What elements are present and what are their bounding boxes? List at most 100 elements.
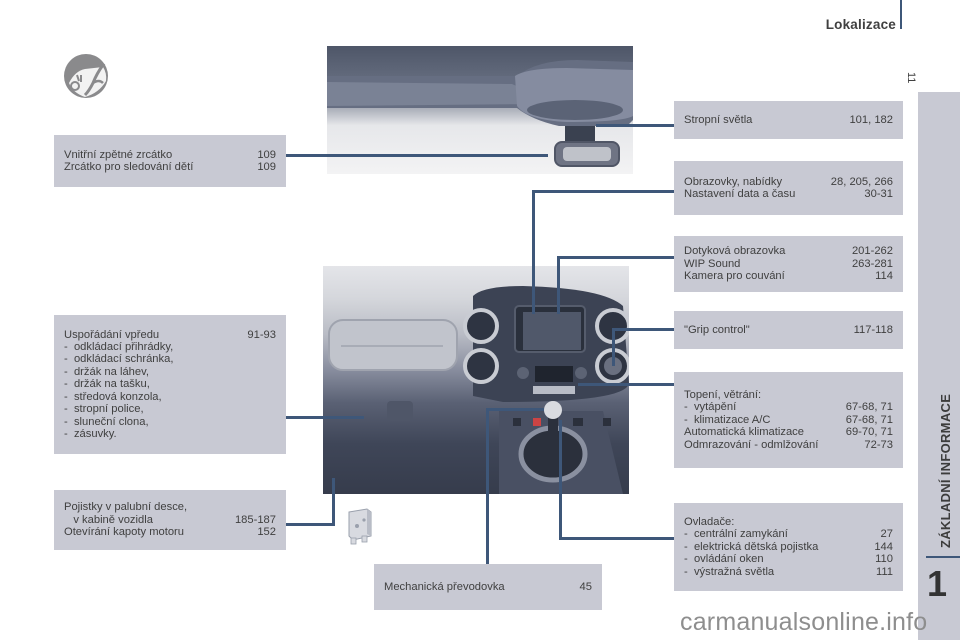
index-row: Obrazovky, nabídky 28, 205, 266 xyxy=(684,176,893,188)
index-label: - elektrická dětská pojistka xyxy=(684,540,819,553)
index-label: Automatická klimatizace xyxy=(684,426,804,439)
callout-line-grip-h xyxy=(612,328,674,331)
index-row: - stropní police, xyxy=(64,403,276,415)
index-row: Ovladače: xyxy=(684,516,893,528)
index-row: - sluneční clona, xyxy=(64,416,276,428)
index-label: Odmrazování - odmlžování xyxy=(684,438,819,451)
page-ref-link[interactable]: 69-70, 71 xyxy=(845,426,893,439)
chapter-tab-label: ZÁKLADNÍ INFORMACE xyxy=(938,393,953,548)
index-label: - držák na láhev, xyxy=(64,365,149,378)
index-label: Vnitřní zpětné zrcátko xyxy=(64,148,173,161)
index-row: - odkládací přihrádky, xyxy=(64,341,276,353)
callout-line-touchscreen-h xyxy=(557,256,674,259)
index-row: - držák na láhev, xyxy=(64,366,276,378)
callout-line-front-layout xyxy=(286,416,364,419)
index-label: - stropní police, xyxy=(64,403,144,416)
page-ref-link[interactable]: 109 xyxy=(257,161,276,173)
index-label: v kabině vozidla xyxy=(64,513,153,526)
index-row: - výstražná světla 111 xyxy=(684,566,893,578)
index-row: "Grip control" 117-118 xyxy=(684,324,893,336)
page-ref-link[interactable]: 114 xyxy=(875,270,893,283)
index-label: Kamera pro couvání xyxy=(684,270,785,283)
page-ref-link[interactable]: 28, 205, 266 xyxy=(830,175,893,188)
info-box-grip-control: "Grip control" 117-118 xyxy=(674,311,903,349)
page-ref-link[interactable]: 72-73 xyxy=(864,438,893,451)
callout-line-screens-h xyxy=(532,190,674,193)
index-row: Stropní světla 101, 182 xyxy=(684,114,893,126)
callout-line-screens-v xyxy=(532,190,535,314)
page-ref-link[interactable]: 91-93 xyxy=(247,328,276,341)
callout-line-touchscreen-v xyxy=(557,256,560,314)
page-ref-link[interactable]: 101, 182 xyxy=(849,113,893,126)
index-label: Topení, větrání: xyxy=(684,388,762,401)
index-label: Dotyková obrazovka xyxy=(684,245,786,258)
index-row: v kabině vozidla 185-187 xyxy=(64,514,276,526)
page-ref-link[interactable]: 117-118 xyxy=(853,323,893,336)
mirror-photo xyxy=(327,46,633,174)
page-ref-link[interactable]: 45 xyxy=(579,580,592,593)
index-label: Otevírání kapoty motoru xyxy=(64,526,185,539)
info-box-screens: Obrazovky, nabídky 28, 205, 266 Nastavení… xyxy=(674,161,903,215)
index-row: Odmrazování - odmlžování 72-73 xyxy=(684,439,893,451)
chapter-tab-rule xyxy=(926,556,960,558)
callout-line-ceiling-light xyxy=(596,124,674,127)
index-label: - ovládání oken xyxy=(684,553,764,566)
index-row: - ovládání oken 110 xyxy=(684,553,893,565)
page-ref-link[interactable]: 201-262 xyxy=(851,245,893,258)
page-ref-link[interactable]: 27 xyxy=(880,528,893,541)
index-row: - odkládací schránka, xyxy=(64,353,276,365)
page-ref-link[interactable]: 110 xyxy=(875,553,893,566)
index-label: - odkládací schránka, xyxy=(64,353,174,366)
index-row: Kamera pro couvání 114 xyxy=(684,270,893,282)
index-label: - odkládací přihrádky, xyxy=(64,341,174,354)
index-row: Vnitřní zpětné zrcátko 109 xyxy=(64,149,276,161)
info-box-fuses: Pojistky v palubní desce, v kabině vozid… xyxy=(54,490,286,550)
index-label: "Grip control" xyxy=(684,323,750,336)
page-ref-link[interactable]: 111 xyxy=(875,565,893,578)
callout-line-controls-h xyxy=(559,537,674,540)
callout-line-grip-v xyxy=(612,328,615,366)
callout-line-controls-v xyxy=(559,420,562,540)
index-row: Otevírání kapoty motoru 152 xyxy=(64,526,276,538)
index-row: - držák na tašku, xyxy=(64,378,276,390)
chapter-number: 1 xyxy=(927,563,948,604)
callout-line-heating xyxy=(578,383,674,386)
page-ref-link[interactable]: 109 xyxy=(257,148,276,161)
index-label: - držák na tašku, xyxy=(64,378,150,391)
page-ref-link[interactable]: 30-31 xyxy=(864,188,893,200)
index-label: - klimatizace A/C xyxy=(684,413,771,426)
index-label: Zrcátko pro sledování dětí xyxy=(64,161,194,173)
page-ref-link[interactable]: 144 xyxy=(874,540,893,553)
page-ref-link[interactable]: 185-187 xyxy=(234,513,276,526)
watermark: carmanualsonline.info xyxy=(680,608,928,636)
chapter-tab[interactable] xyxy=(918,92,960,640)
fuse-icon xyxy=(348,508,372,545)
page-ref-link[interactable]: 67-68, 71 xyxy=(845,413,893,426)
index-row: Automatická klimatizace 69-70, 71 xyxy=(684,426,893,438)
index-row: - zásuvky. xyxy=(64,428,276,440)
index-label: Obrazovky, nabídky xyxy=(684,175,783,188)
index-label: Ovladače: xyxy=(684,515,735,528)
page-number: 11 xyxy=(905,72,917,84)
index-row: WIP Sound 263-281 xyxy=(684,258,893,270)
index-label: Stropní světla xyxy=(684,113,753,126)
index-label: - sluneční clona, xyxy=(64,415,149,428)
callout-line-fuses-v xyxy=(332,478,335,526)
page-ref-link[interactable]: 67-68, 71 xyxy=(845,401,893,414)
info-box-ceiling-lights: Stropní světla 101, 182 xyxy=(674,101,903,139)
steering-wheel-hands-icon xyxy=(64,54,108,98)
dashboard-photo xyxy=(323,266,629,494)
page-ref-link[interactable]: 263-281 xyxy=(851,257,893,270)
index-row: - elektrická dětská pojistka 144 xyxy=(684,541,893,553)
page-ref-link[interactable]: 152 xyxy=(257,526,276,539)
index-label: - výstražná světla xyxy=(684,565,775,578)
index-row: Pojistky v palubní desce, xyxy=(64,501,276,513)
info-box-mirror: Vnitřní zpětné zrcátko 109 Zrcátko pro sl… xyxy=(54,135,286,187)
header-accent-bar xyxy=(900,0,902,29)
index-label: WIP Sound xyxy=(684,257,741,270)
